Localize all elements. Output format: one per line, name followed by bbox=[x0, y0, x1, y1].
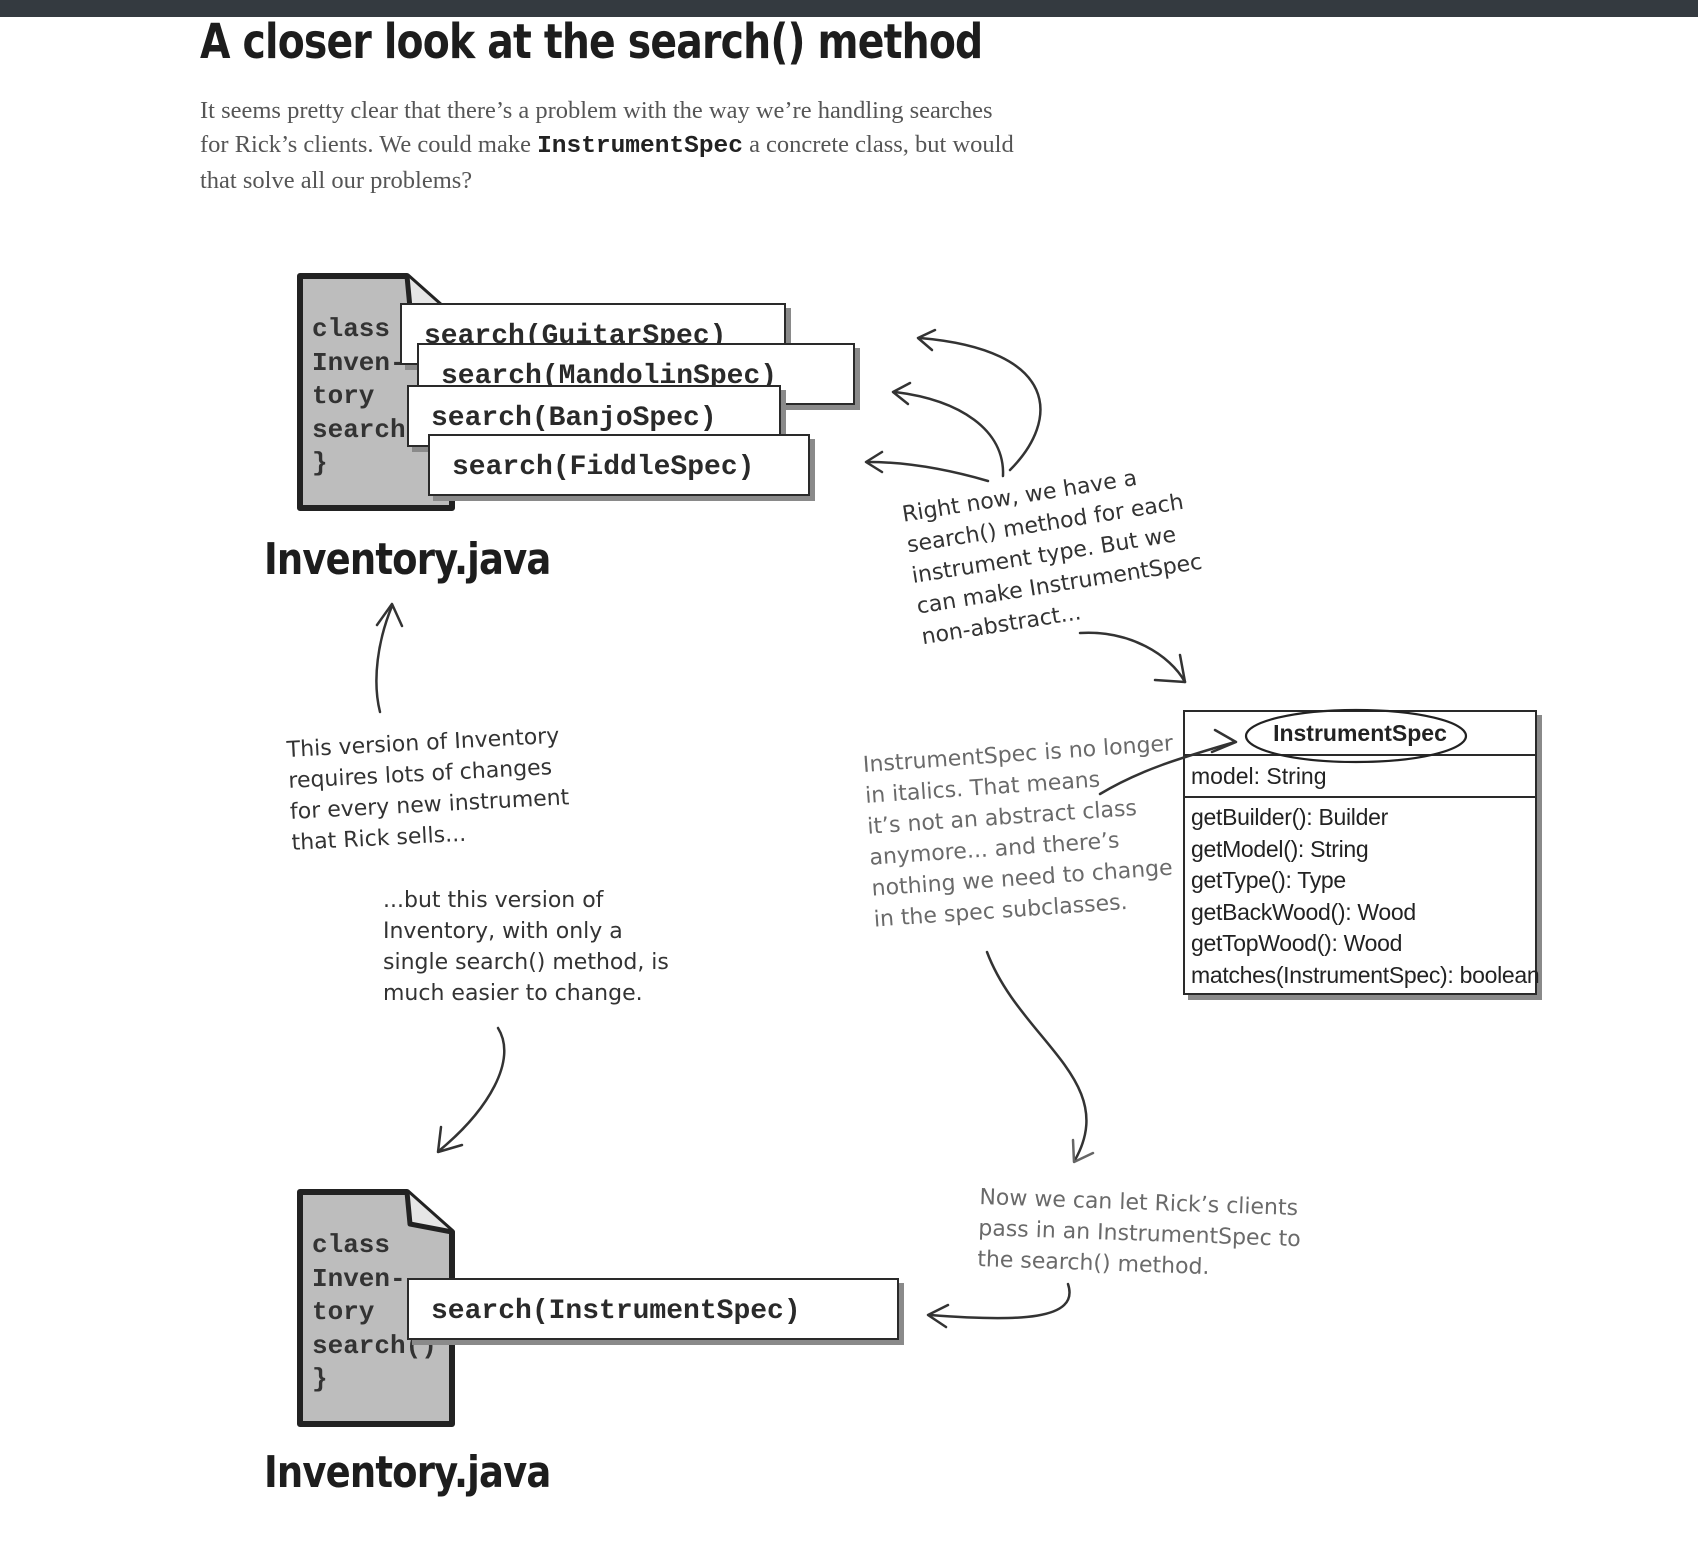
code-line: class bbox=[312, 1230, 391, 1260]
arrow-to-mandolinspec bbox=[893, 390, 1005, 478]
arrow-up-to-inventory bbox=[375, 604, 394, 714]
uml-operation: getModel(): String bbox=[1191, 835, 1369, 862]
arrow-to-fiddlespec bbox=[866, 460, 990, 483]
uml-operation: getBackWood(): Wood bbox=[1191, 898, 1416, 925]
uml-class-box: InstrumentSpec model: String getBuilder(… bbox=[1183, 710, 1540, 995]
intro-code: InstrumentSpec bbox=[537, 133, 743, 160]
note-single-search: ...but this version of Inventory, with o… bbox=[383, 888, 669, 1006]
method-search-fiddlespec: search(FiddleSpec) bbox=[428, 434, 810, 496]
intro-text-before: It seems pretty clear that there’s a pro… bbox=[200, 97, 993, 158]
uml-operation: matches(InstrumentSpec): boolean bbox=[1191, 961, 1540, 988]
code-line: tory bbox=[312, 1297, 375, 1327]
arrow-down-to-inventory bbox=[438, 1026, 506, 1152]
arrow-to-instrumentspec-method bbox=[928, 1282, 1071, 1320]
code-line: } bbox=[312, 1364, 328, 1394]
uml-attribute: model: String bbox=[1185, 756, 1535, 798]
page-title: A closer look at the search() method bbox=[200, 14, 983, 70]
intro-text-after: a concrete class, but would that solve a… bbox=[200, 131, 1014, 194]
uml-class-name: InstrumentSpec bbox=[1185, 712, 1535, 756]
code-line: Inven- bbox=[312, 1263, 406, 1294]
uml-operation: getTopWood(): Wood bbox=[1191, 930, 1403, 956]
top-bar bbox=[0, 0, 1698, 17]
code-line: Inven- bbox=[312, 347, 406, 378]
code-line: class bbox=[312, 314, 391, 344]
uml-operation: getBuilder(): Builder bbox=[1191, 804, 1388, 830]
arrow-to-guitarspec bbox=[918, 336, 1042, 472]
code-line: search bbox=[312, 414, 406, 445]
file-code-lines: class Inven- tory search } bbox=[312, 313, 406, 481]
code-line: } bbox=[312, 448, 328, 478]
note-many-changes: This version of Inventory requires lots … bbox=[286, 723, 570, 856]
arrow-to-uml bbox=[1078, 631, 1187, 684]
file-code-lines: class Inven- tory search() } bbox=[312, 1229, 437, 1397]
code-line: tory bbox=[312, 381, 375, 411]
intro-paragraph: It seems pretty clear that there’s a pro… bbox=[200, 94, 1020, 198]
uml-operation: getType(): Type bbox=[1191, 867, 1346, 893]
note-no-italics: InstrumentSpec is no longer in italics. … bbox=[862, 731, 1174, 933]
note-right-now: Right now, we have a search() method for… bbox=[900, 465, 1204, 651]
file-label-top: Inventory.java bbox=[264, 534, 551, 585]
uml-operations: getBuilder(): Builder getModel(): String… bbox=[1185, 798, 1540, 993]
file-label-bottom: Inventory.java bbox=[264, 1447, 551, 1498]
arrow-down-to-pass-note bbox=[985, 950, 1088, 1162]
method-search-instrumentspec: search(InstrumentSpec) bbox=[407, 1278, 899, 1340]
note-pass-in: Now we can let Rick’s clients pass in an… bbox=[976, 1184, 1302, 1281]
